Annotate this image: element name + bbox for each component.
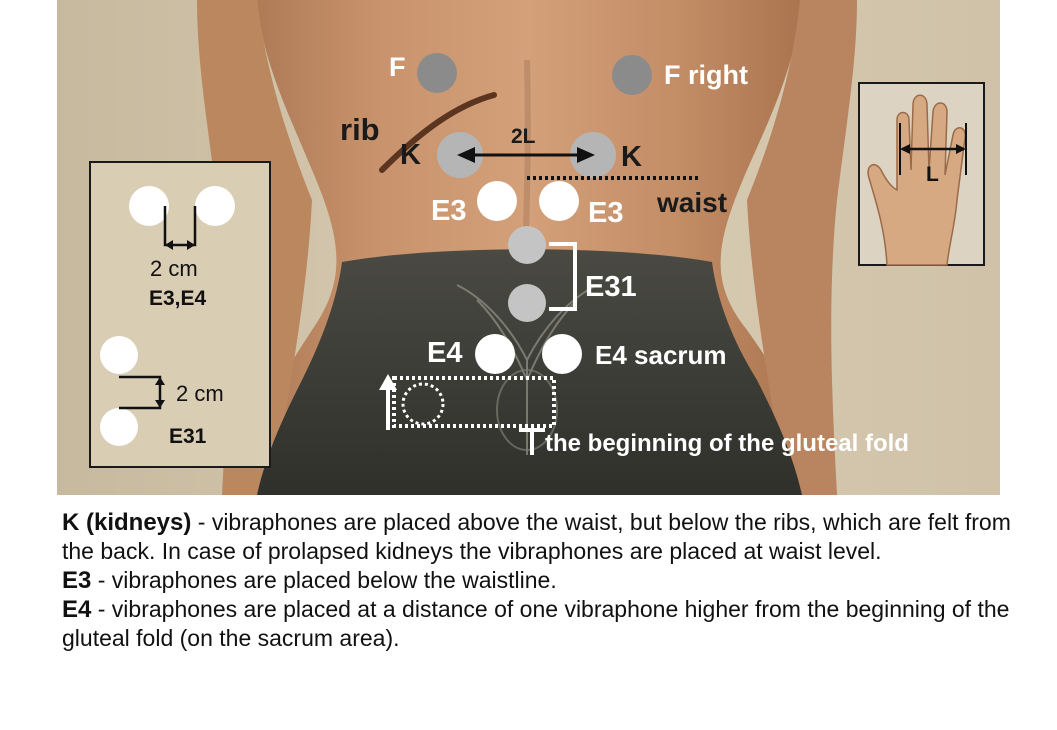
inset-top-label: E3,E4: [149, 287, 207, 310]
caption-e3-term: E3: [62, 567, 92, 594]
inset-top-right-circle: [195, 186, 235, 226]
rib-label: rib: [340, 112, 380, 147]
lace-ornament: [496, 369, 558, 451]
distance-arrow-left-head: [457, 147, 475, 163]
up-arrow-head: [379, 374, 397, 390]
caption-kidneys-text: - vibraphones are placed above the waist…: [62, 509, 1011, 564]
caption-e3: E3 - vibraphones are placed below the wa…: [62, 566, 1022, 595]
caption-e3-text: - vibraphones are placed below the waist…: [91, 567, 557, 593]
e31-bracket: [549, 242, 577, 311]
gluteal-fold-marker: [519, 428, 545, 455]
e4-left-point: [475, 334, 515, 374]
inset-top-distance: 2 cm: [150, 256, 198, 281]
e4-left-label: E4: [427, 337, 462, 369]
k-left-label: K: [400, 139, 421, 171]
hand-width-arrow-left-head: [900, 144, 910, 154]
e3-left-label: E3: [431, 195, 466, 227]
f-right-label: F right: [664, 60, 748, 90]
hand-width-arrow-right-head: [956, 144, 966, 154]
f-left-point: [417, 53, 457, 93]
hand-width-label: L: [926, 163, 939, 186]
e31-lower-point: [508, 284, 546, 322]
inset-bottom-bracket: [119, 375, 162, 410]
caption-kidneys: K (kidneys) - vibraphones are placed abo…: [62, 508, 1022, 566]
e3-left-point: [477, 181, 517, 221]
e4-right-point: [542, 334, 582, 374]
spacing-inset: 2 cm E3,E4 2 cm E31: [89, 161, 271, 468]
rib-curve: [379, 92, 497, 173]
inset-top-arrow-left: [165, 240, 173, 250]
hand-illustration: [867, 94, 966, 266]
inset-bottom-arrow-up: [155, 377, 165, 385]
inset-top-left-circle: [129, 186, 169, 226]
caption-e4-text: - vibraphones are placed at a distance o…: [62, 596, 1010, 651]
dotted-vibraphone-circle: [401, 382, 445, 426]
e31-upper-point: [508, 226, 546, 264]
caption-e4: E4 - vibraphones are placed at a distanc…: [62, 595, 1022, 653]
inset-bottom-lower-circle: [100, 408, 138, 446]
gluteal-fold-label: the beginning of the gluteal fold: [545, 430, 909, 457]
distance-2l-label: 2L: [511, 125, 536, 148]
inset-bottom-upper-circle: [100, 336, 138, 374]
e4-right-label: E4 sacrum: [595, 340, 727, 370]
inset-bottom-distance: 2 cm: [176, 381, 224, 406]
f-left-label: F: [389, 52, 406, 82]
caption: K (kidneys) - vibraphones are placed abo…: [62, 508, 1022, 653]
inset-top-bracket: [163, 206, 197, 247]
e3-right-point: [539, 181, 579, 221]
caption-e4-term: E4: [62, 596, 92, 623]
k-right-label: K: [621, 141, 642, 173]
e3-right-label: E3: [588, 197, 623, 229]
distance-arrow-right-head: [577, 147, 595, 163]
inset-top-arrow-right: [187, 240, 195, 250]
gluteal-dotted-box: [392, 376, 556, 428]
back-diagram-photo: F F right rib K K 2L waist E3 E3 E31 E4 …: [57, 0, 1000, 495]
hand-inset: L: [858, 82, 985, 266]
f-right-point: [612, 55, 652, 95]
right-arm: [747, 0, 857, 495]
inset-bottom-label: E31: [169, 425, 207, 448]
e31-label: E31: [585, 271, 637, 303]
inset-bottom-arrow-down: [155, 400, 165, 408]
caption-kidneys-term: K (kidneys): [62, 509, 192, 536]
waist-label: waist: [656, 187, 727, 218]
